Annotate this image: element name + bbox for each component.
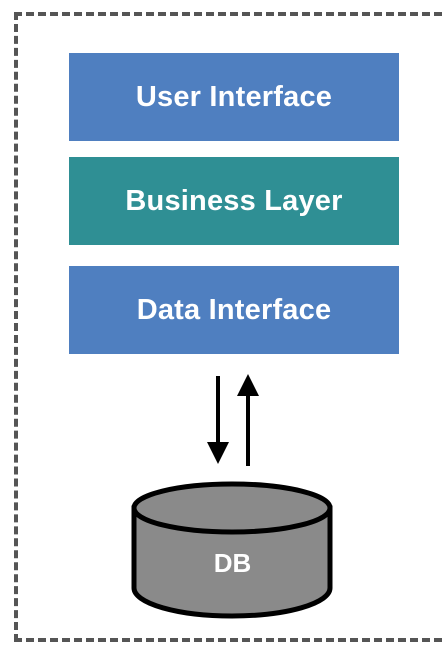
business-layer: Business Layer: [69, 157, 399, 245]
database-label: DB: [213, 548, 252, 578]
business-layer-label: Business Layer: [125, 184, 343, 217]
down-arrow-icon: [207, 376, 229, 464]
up-arrow-icon: [237, 374, 259, 466]
user-interface-label: User Interface: [135, 80, 333, 113]
database-cylinder-icon: [131, 481, 333, 619]
user-interface-layer: User Interface: [69, 53, 399, 141]
application-boundary: [14, 12, 443, 642]
data-interface-label: Data Interface: [136, 293, 332, 326]
bidirectional-arrows-icon: [207, 374, 259, 466]
data-interface-layer: Data Interface: [69, 266, 399, 354]
